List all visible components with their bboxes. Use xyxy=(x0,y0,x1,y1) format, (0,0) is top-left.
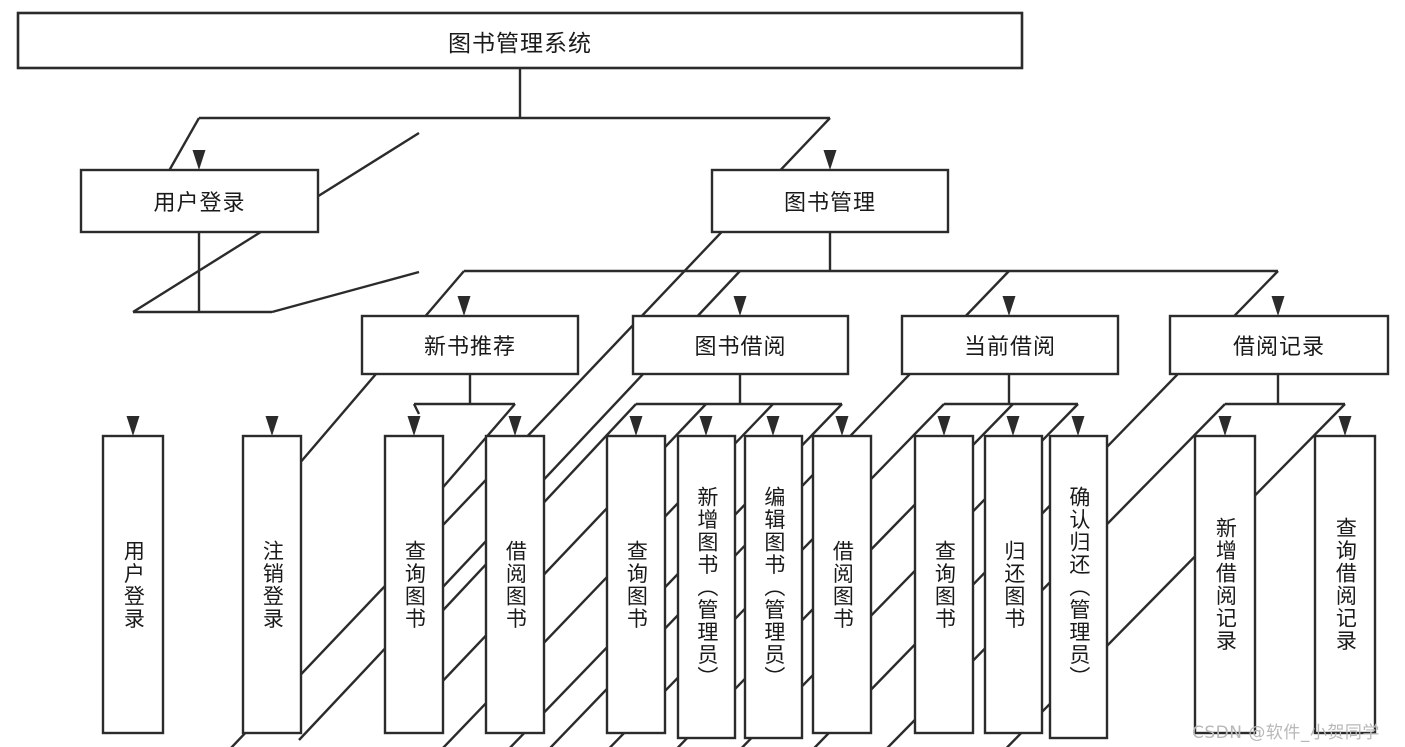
node-leaf-borrow-book-2-box[interactable] xyxy=(811,434,873,735)
node-leaf-query-book-3-box[interactable] xyxy=(913,434,975,735)
level2-branch-3-shaft xyxy=(813,270,1279,747)
node-leaf-user-login-box[interactable] xyxy=(101,434,165,735)
node-leaf-add-book-box[interactable] xyxy=(676,434,737,740)
book-borrow-leaf-branch-3-arrowhead xyxy=(835,416,849,436)
new-book-recommend-leaf-branch-0-arrowhead xyxy=(407,416,421,436)
node-book-manage-box[interactable] xyxy=(710,168,950,234)
book-borrow-leaf-branch-1-arrowhead xyxy=(699,416,713,436)
user-login-branch-0-arrowhead xyxy=(126,416,140,436)
node-leaf-confirm-return-box[interactable] xyxy=(1048,434,1109,740)
borrow-record-leaf-branch-1-arrowhead xyxy=(1338,416,1352,436)
book-borrow-leaf-branch-0-arrowhead xyxy=(629,416,643,436)
node-leaf-borrow-book-1-box[interactable] xyxy=(484,434,546,735)
level2-branch-2-arrowhead xyxy=(1002,296,1016,316)
new-book-recommend-leaf-branch-1-arrowhead xyxy=(508,416,522,436)
node-book-borrow-box[interactable] xyxy=(631,314,850,376)
node-leaf-query-record-box[interactable] xyxy=(1313,434,1377,735)
borrow-record-leaf-branch-0-arrowhead xyxy=(1218,416,1232,436)
node-user-login-box[interactable] xyxy=(79,168,320,234)
level1-branch-0-arrowhead xyxy=(192,150,206,170)
node-leaf-query-book-1-box[interactable] xyxy=(383,434,445,735)
current-borrow-leaf-branch-2-arrowhead xyxy=(1071,416,1085,436)
user-login-branch-1-shaft xyxy=(271,270,420,314)
node-leaf-query-book-2-box[interactable] xyxy=(605,434,667,735)
level2-branch-0-arrowhead xyxy=(457,296,471,316)
node-root-box[interactable] xyxy=(16,11,1024,70)
level2-branch-1-arrowhead xyxy=(733,296,747,316)
node-leaf-edit-book-box[interactable] xyxy=(743,434,804,740)
node-leaf-add-record-box[interactable] xyxy=(1193,434,1257,735)
node-leaf-logout-box[interactable] xyxy=(241,434,303,735)
level1-branch-1-arrowhead xyxy=(823,150,837,170)
current-borrow-leaf-branch-0-arrowhead xyxy=(937,416,951,436)
book-borrow-leaf-branch-2-arrowhead xyxy=(766,416,780,436)
node-current-borrow-box[interactable] xyxy=(900,314,1120,376)
level2-branch-3-arrowhead xyxy=(1271,296,1285,316)
node-leaf-return-book-box[interactable] xyxy=(983,434,1044,735)
node-new-book-recommend-box[interactable] xyxy=(360,314,580,376)
new-book-recommend-leaf-branch-0-shaft xyxy=(412,403,421,415)
current-borrow-leaf-branch-1-arrowhead xyxy=(1006,416,1020,436)
borrow-record-leaf-branch-1-shaft xyxy=(1005,403,1346,747)
node-borrow-record-box[interactable] xyxy=(1168,314,1390,376)
user-login-branch-1-arrowhead xyxy=(265,416,279,436)
